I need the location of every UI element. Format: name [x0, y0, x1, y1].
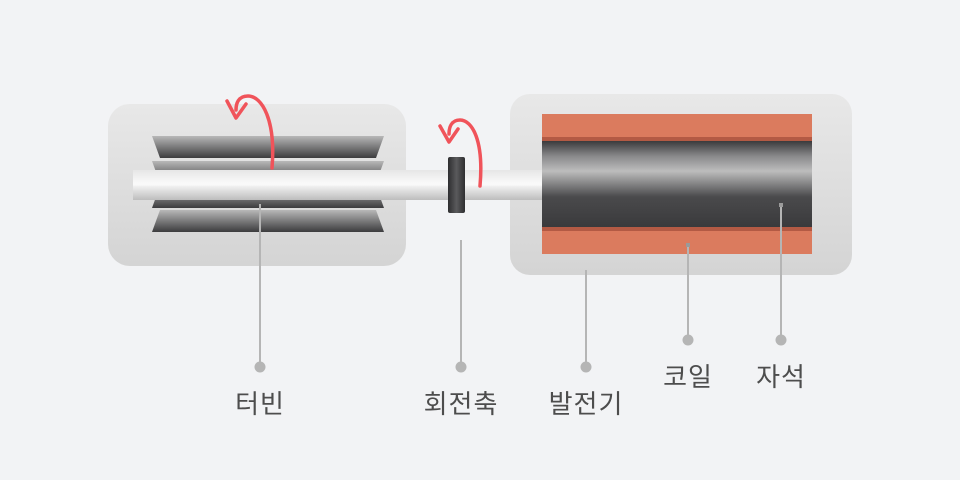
coil-bottom	[542, 227, 812, 254]
shaft-collar	[448, 157, 465, 213]
rotation-arrow-icon	[225, 94, 275, 170]
turbine-label: 터빈	[235, 390, 285, 420]
coil-label: 코일	[663, 363, 713, 393]
coil-leader-dot	[682, 334, 694, 346]
rotation-shaft-label: 회전축	[424, 390, 499, 420]
generator-label: 발전기	[549, 390, 624, 420]
rotation-arrow-icon	[438, 118, 483, 188]
shaft-leader-dot	[455, 361, 467, 373]
magnet-leader-dot	[775, 334, 787, 346]
coil-top	[542, 114, 812, 140]
turbine-leader-dot	[254, 361, 266, 373]
magnet-label: 자석	[756, 363, 806, 393]
magnet-core	[542, 141, 812, 227]
generator-leader-dot	[580, 361, 592, 373]
